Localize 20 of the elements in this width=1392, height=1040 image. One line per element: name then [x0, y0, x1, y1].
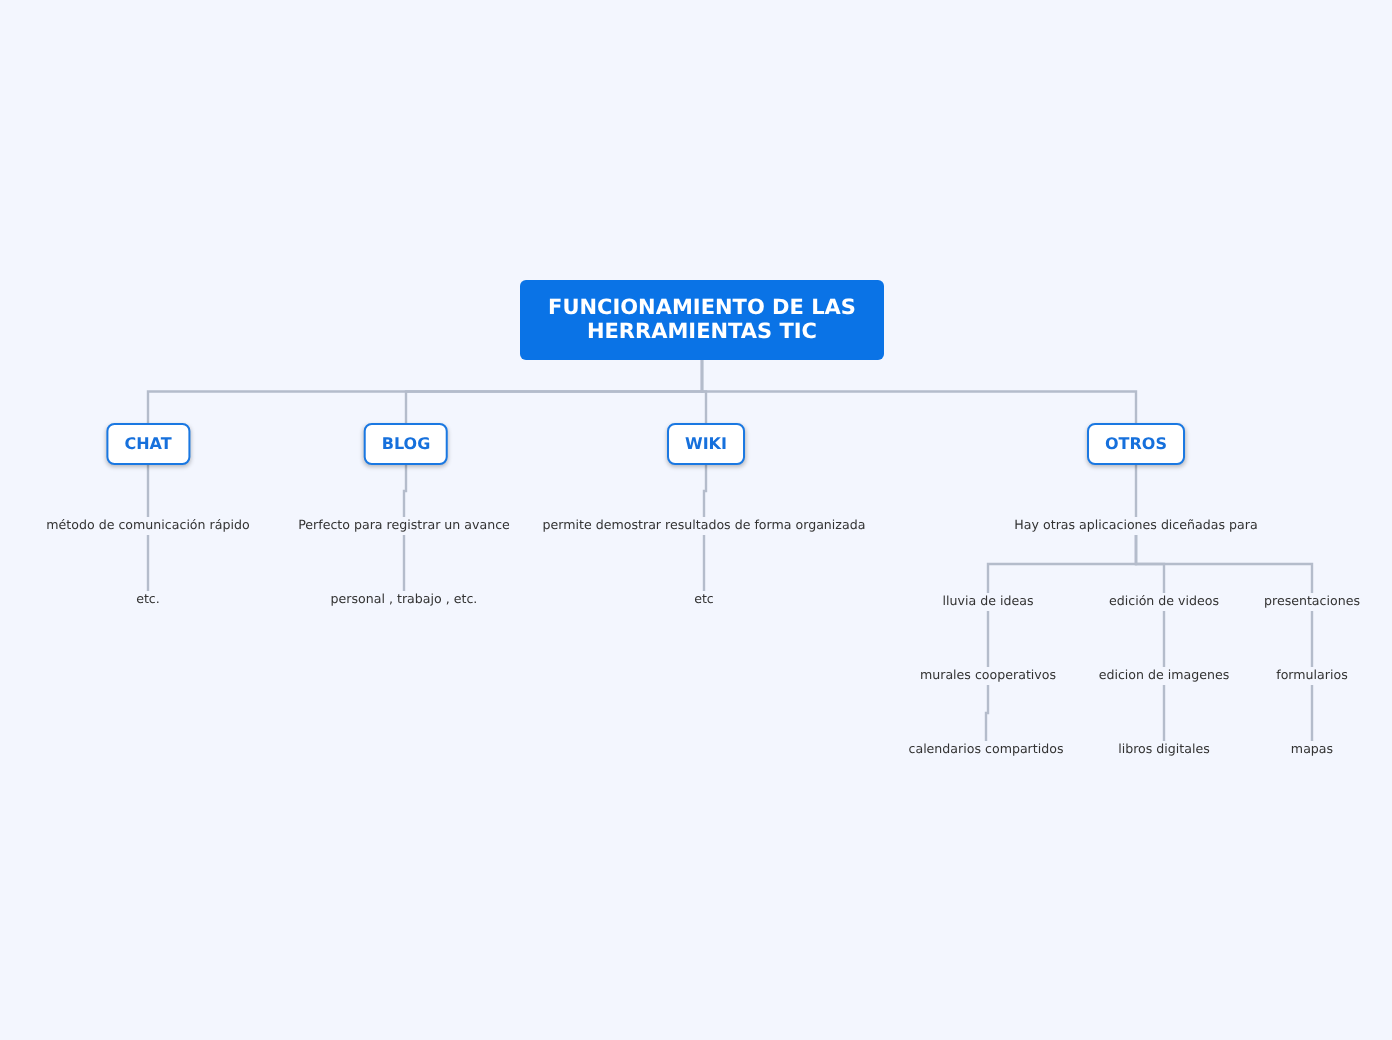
connector-line [1134, 465, 1138, 517]
connector-line [986, 611, 990, 667]
connector-line [1162, 685, 1166, 741]
connector-line [402, 535, 406, 591]
topic-box: BLOG [363, 423, 449, 465]
connector-line [1162, 611, 1166, 667]
connector-line [1310, 611, 1314, 667]
connector-line [402, 465, 408, 517]
connector-line [1134, 535, 1314, 593]
connector-line [146, 535, 150, 591]
topic-box: CHAT [106, 423, 190, 465]
connector-line [702, 535, 706, 591]
connector-line [1310, 685, 1314, 741]
topic-box: WIKI [667, 423, 745, 465]
connector-line [146, 465, 150, 517]
connector-line [702, 465, 708, 517]
topic-box: OTROS [1087, 423, 1185, 465]
connector-line [700, 360, 1138, 423]
central-topic-box: FUNCIONAMIENTO DE LAS HERRAMIENTAS TIC [520, 280, 884, 360]
connector-line [984, 685, 990, 741]
